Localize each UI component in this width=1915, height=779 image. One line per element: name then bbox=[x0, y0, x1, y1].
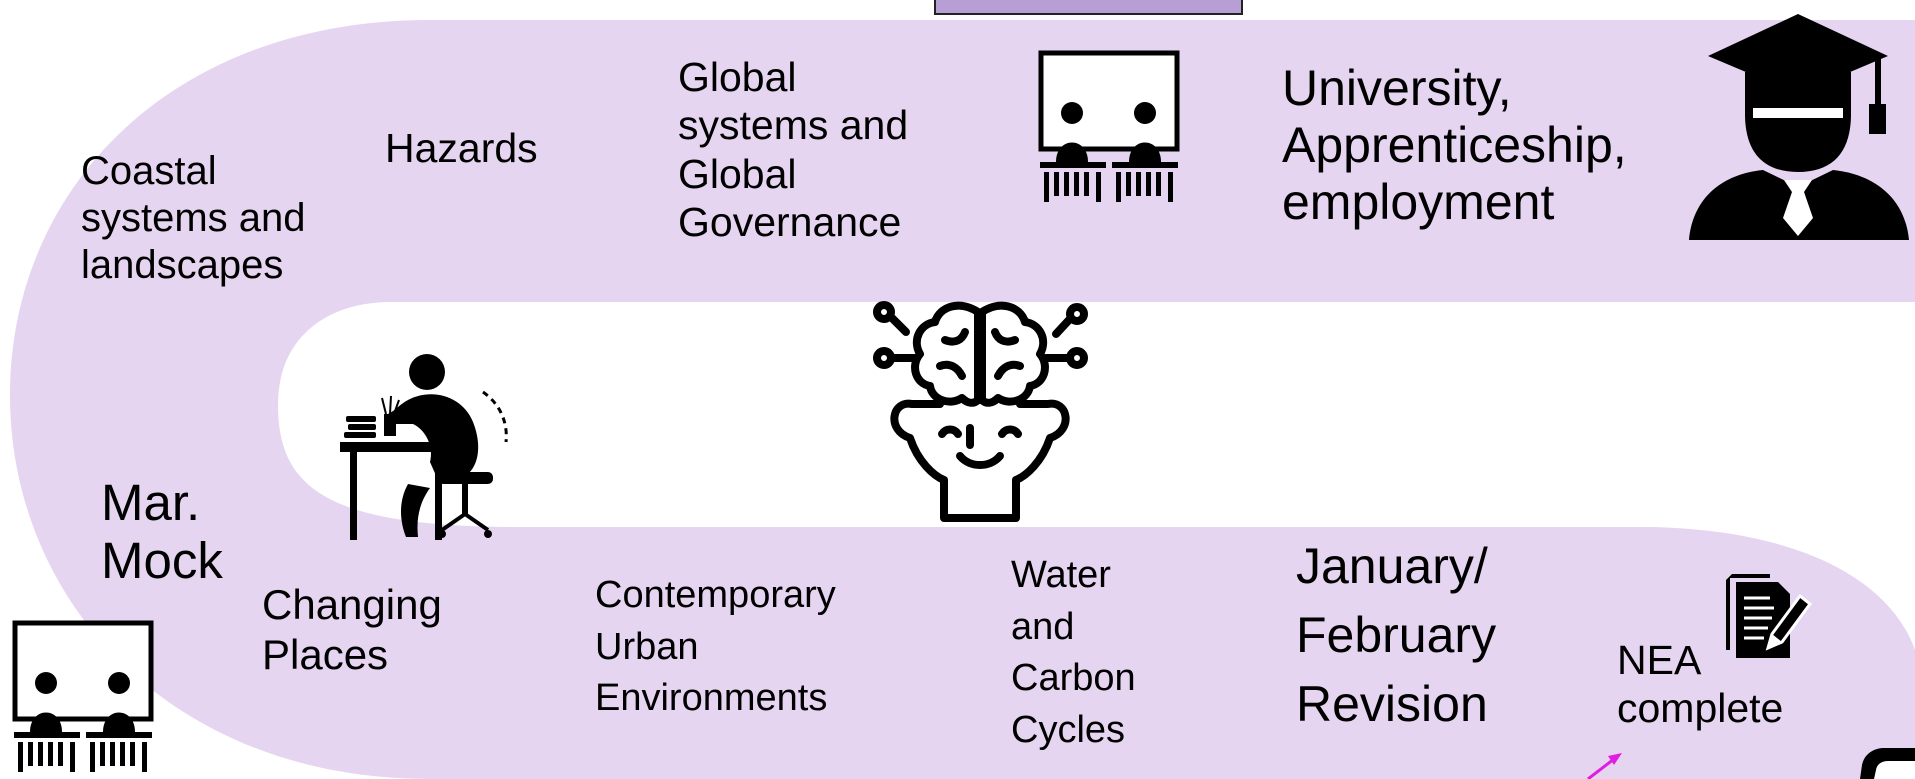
header-box bbox=[934, 0, 1243, 15]
classroom-exam-icon bbox=[12, 620, 154, 772]
graduate-icon bbox=[1689, 14, 1909, 240]
classroom-exam-icon bbox=[1038, 50, 1180, 202]
topic-urban-environments: Contemporary Urban Environments bbox=[595, 574, 836, 720]
student-studying-icon bbox=[340, 354, 508, 540]
topic-global-systems: Global systems and Global Governance bbox=[678, 54, 909, 246]
destination-label: University, Apprenticeship, employment bbox=[1282, 60, 1627, 230]
brain-thinking-icon bbox=[873, 301, 1088, 522]
topic-changing-places: Changing Places bbox=[262, 581, 442, 678]
milestone-mock: Mar. Mock bbox=[101, 474, 223, 590]
topic-water-carbon: Water and Carbon Cycles bbox=[1011, 554, 1136, 752]
milestone-revision: January/ February Revision bbox=[1296, 538, 1497, 732]
topic-hazards: Hazards bbox=[385, 125, 538, 171]
document-pen-icon bbox=[1726, 574, 1813, 658]
milestone-nea: NEA complete bbox=[1617, 637, 1784, 732]
road-shape bbox=[10, 20, 1915, 779]
progress-arrow bbox=[1587, 753, 1622, 779]
topic-coastal-systems: Coastal systems and landscapes bbox=[81, 149, 306, 288]
partial-icon bbox=[1860, 748, 1915, 779]
